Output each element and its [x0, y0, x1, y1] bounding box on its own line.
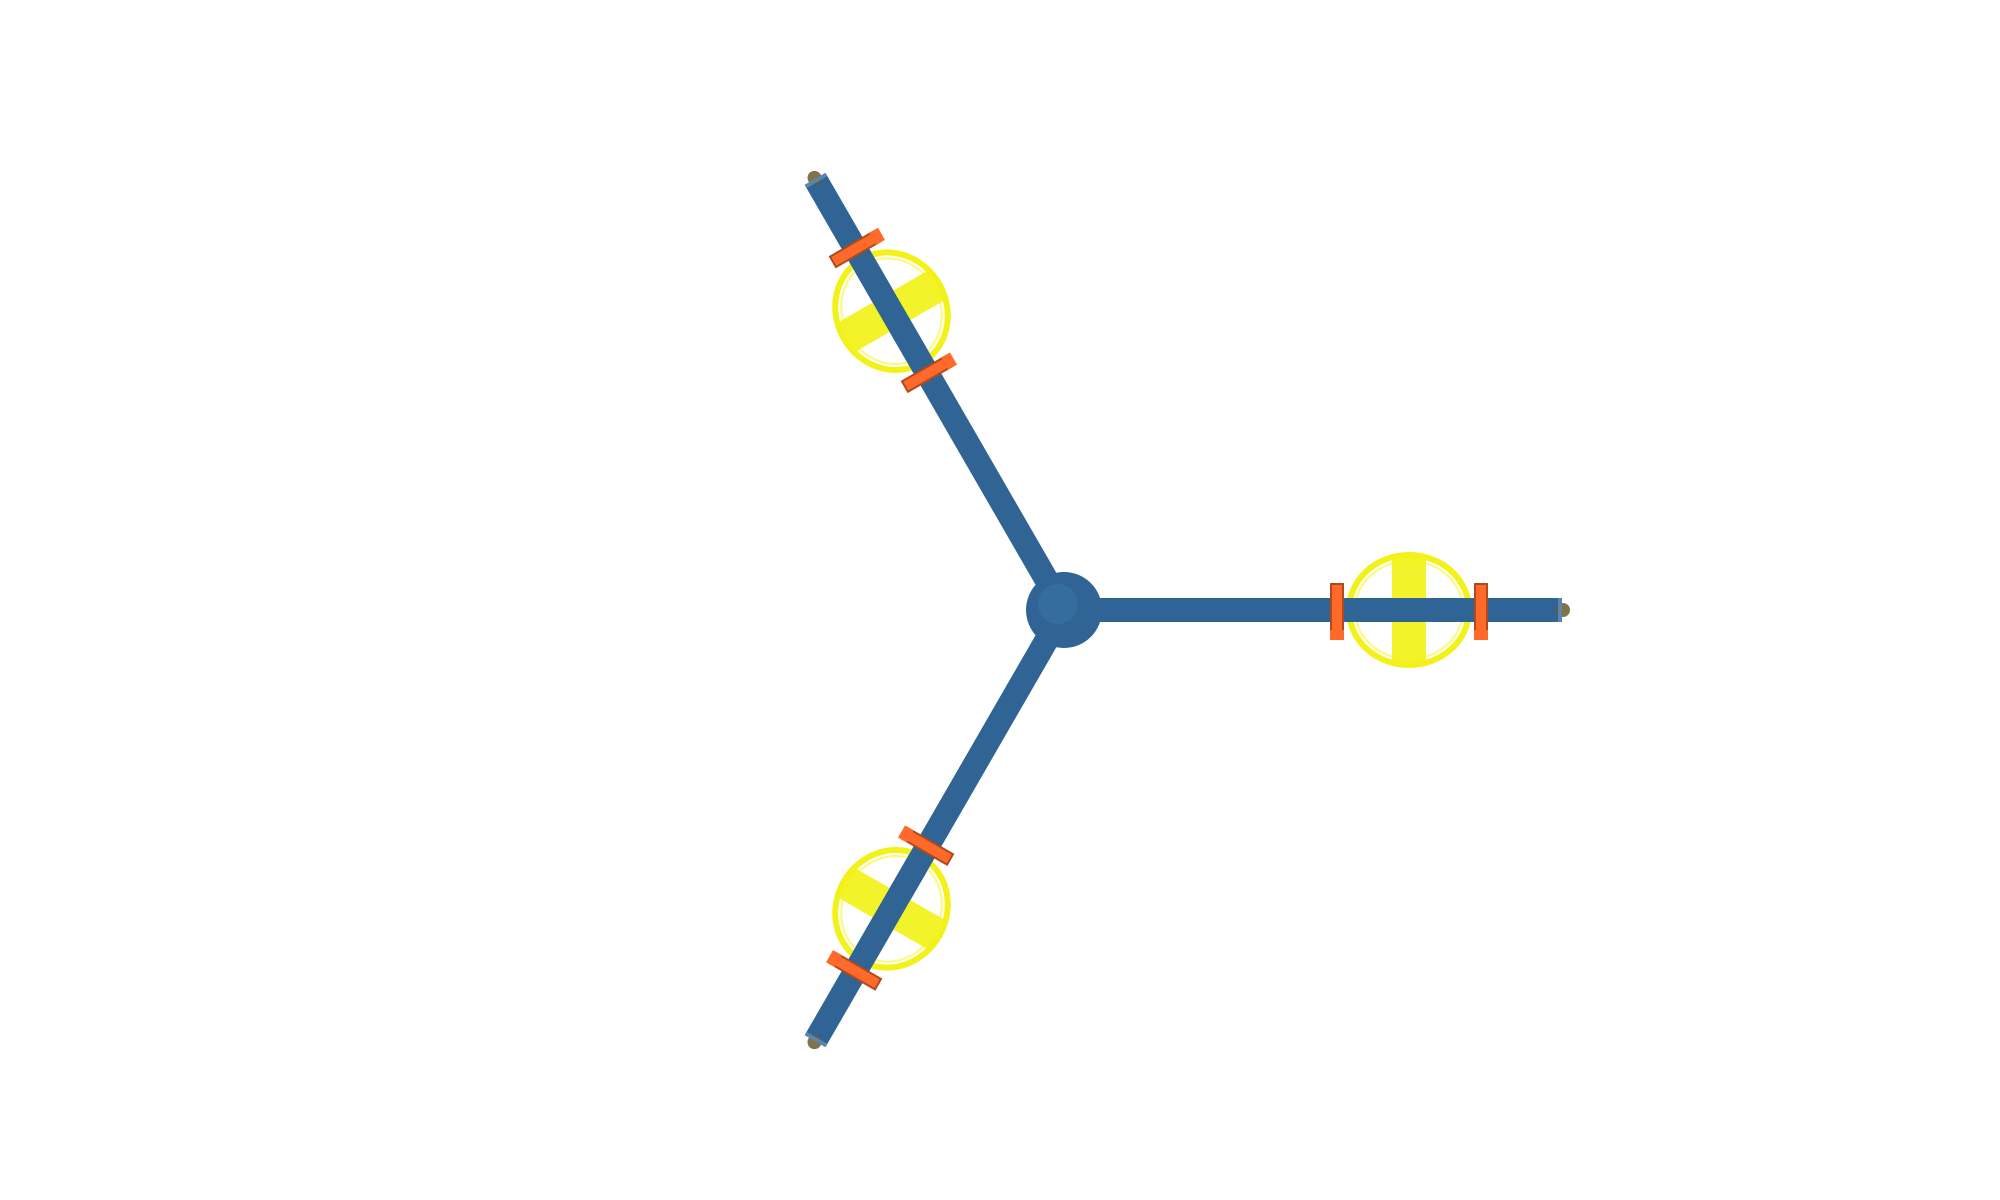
arm-2-end-edge	[804, 1031, 828, 1048]
wheel-3-clip-inner-tab	[941, 352, 957, 370]
wheel-2	[826, 825, 955, 991]
wheel-3-axle	[843, 240, 940, 383]
wheel-1-clip-outer	[1476, 585, 1486, 635]
arm-1	[1064, 598, 1570, 622]
wheel-3-clip-outer-tab	[869, 227, 885, 245]
wheels-layer	[826, 227, 1488, 991]
wheel-2-clip-inner	[903, 829, 952, 864]
wheel-2-clip-inner-tab	[898, 825, 914, 843]
wheel-1-clip-inner-tab	[1330, 630, 1344, 640]
arm-3-bar	[805, 173, 1075, 616]
arm-2	[804, 604, 1075, 1050]
wheel-2-clip-outer-tab	[826, 950, 842, 968]
arm-1-end-edge	[1558, 598, 1562, 622]
wheel-2-axle	[843, 837, 940, 980]
wheel-1-axle	[1334, 598, 1484, 622]
wheel-1-clip-outer-tab	[1474, 630, 1488, 640]
wheel-3-clip-outer	[831, 232, 880, 266]
central-hub-highlight	[1038, 584, 1078, 624]
wheel-3	[828, 227, 957, 394]
robot-assembly	[804, 170, 1570, 1050]
wheel-2-clip-outer	[831, 954, 880, 988]
wheel-3-clip-inner	[903, 356, 952, 391]
arm-2-bar	[805, 604, 1075, 1047]
arm-3	[804, 170, 1075, 616]
arm-3-end-edge	[804, 172, 828, 189]
wheel-1-clip-inner	[1332, 585, 1342, 635]
wheel-1	[1330, 552, 1488, 668]
